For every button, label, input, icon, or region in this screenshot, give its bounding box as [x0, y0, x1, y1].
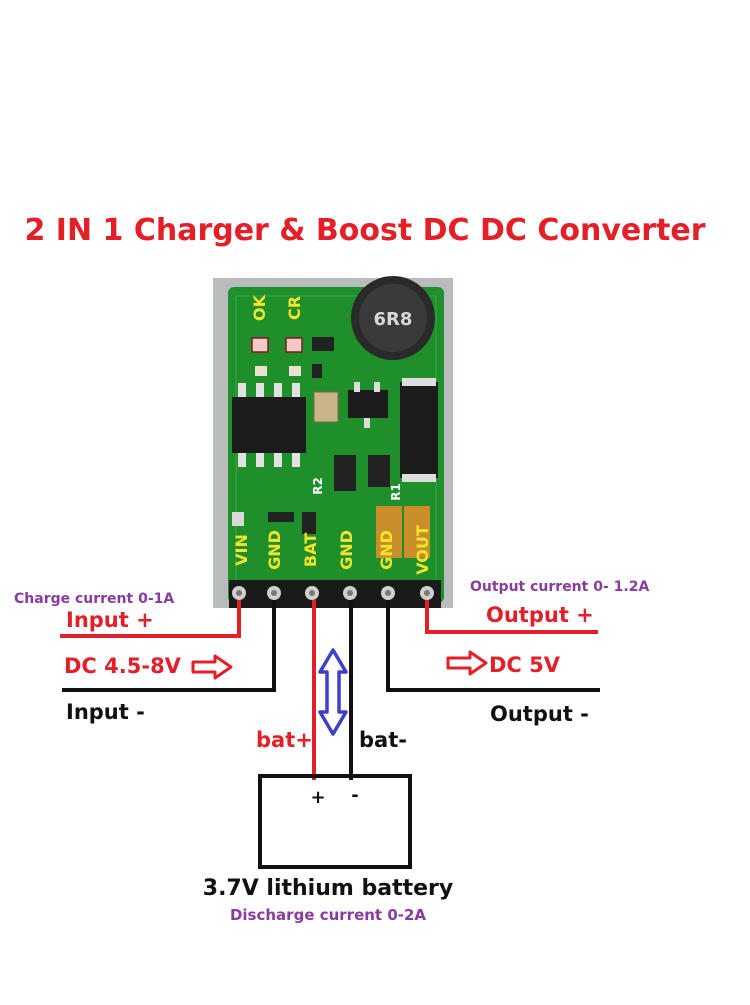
- component-label-r2: R2: [311, 477, 325, 495]
- pin-label-gnd-output: GND: [377, 530, 396, 570]
- discharge-current-label: Discharge current 0-2A: [230, 906, 426, 924]
- wire-input-minus: [62, 600, 276, 692]
- pin-label-vin: VIN: [232, 534, 251, 566]
- battery-minus-terminal: -: [351, 785, 358, 806]
- pin-label-gnd-input: GND: [265, 530, 284, 570]
- inductor-label: 6R8: [374, 309, 413, 330]
- wire-input-plus: [60, 600, 241, 638]
- battery-label: 3.7V lithium battery: [203, 876, 453, 901]
- double-arrow-vertical-icon: [318, 648, 348, 736]
- output-minus-label: Output -: [490, 702, 589, 726]
- led-ok: [251, 337, 269, 353]
- pin-header: [232, 586, 434, 600]
- pcb-module: OK CR 6R8: [213, 276, 453, 608]
- component-label-r1: R1: [389, 483, 403, 501]
- dc-input-label: DC 4.5-8V: [64, 654, 182, 678]
- wire-output-plus: [425, 600, 598, 634]
- input-plus-label: Input +: [66, 608, 154, 632]
- battery-plus-terminal: +: [310, 787, 325, 808]
- arrow-right-icon: [191, 654, 233, 680]
- board-marking-cr: CR: [285, 296, 304, 320]
- bat-plus-label: bat+: [256, 728, 313, 752]
- dc-output-label: DC 5V: [489, 653, 561, 677]
- pin-label-vout: VOUT: [413, 525, 432, 575]
- pin-label-gnd-battery: GND: [337, 530, 356, 570]
- input-minus-label: Input -: [66, 700, 145, 724]
- output-current-label: Output current 0- 1.2A: [470, 579, 649, 595]
- output-plus-label: Output +: [486, 603, 594, 627]
- board-marking-ok: OK: [250, 294, 269, 321]
- wire-output-minus: [386, 600, 600, 692]
- battery: [258, 774, 412, 869]
- arrow-right-icon: [446, 650, 488, 676]
- charge-current-label: Charge current 0-1A: [14, 591, 174, 607]
- inductor: 6R8: [351, 276, 435, 360]
- pin-label-bat: BAT: [301, 533, 320, 567]
- bat-minus-label: bat-: [359, 728, 407, 752]
- charger-ic: [232, 383, 306, 467]
- led-cr: [285, 337, 303, 353]
- page-title: 2 IN 1 Charger & Boost DC DC Converter: [24, 213, 705, 248]
